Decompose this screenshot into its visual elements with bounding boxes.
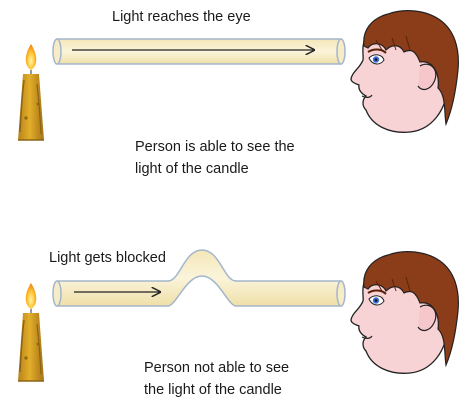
bottom-panel-title: Light gets blocked <box>49 250 166 266</box>
top-panel-title: Light reaches the eye <box>112 9 251 25</box>
person-head-bottom <box>350 251 459 374</box>
hair <box>363 251 459 368</box>
bottom-panel-caption: Person not able to see the light of the … <box>144 357 289 401</box>
tube-opening-right <box>336 38 346 65</box>
tube-opening-left <box>52 280 62 307</box>
top-caption-line-2: light of the candle <box>135 161 249 177</box>
candle-body <box>18 74 44 141</box>
candle-body <box>18 313 44 382</box>
candle-bottom <box>18 283 44 382</box>
bottom-caption-line-2: the light of the candle <box>144 382 282 398</box>
candle-flame <box>25 283 37 313</box>
straight-light-tube <box>52 38 346 65</box>
candle-flame <box>25 44 37 74</box>
top-caption-line-1: Person is able to see the <box>135 139 295 155</box>
eye <box>367 48 387 65</box>
person-head-top <box>350 10 459 133</box>
bottom-caption-line-1: Person not able to see <box>144 360 290 376</box>
top-panel-caption: Person is able to see the light of the c… <box>135 136 295 180</box>
tube-opening-left <box>52 38 62 65</box>
tube-opening-right <box>336 280 346 307</box>
hair <box>363 10 459 127</box>
candle-top <box>18 44 44 141</box>
eye <box>367 289 387 306</box>
bent-light-tube <box>52 249 346 307</box>
